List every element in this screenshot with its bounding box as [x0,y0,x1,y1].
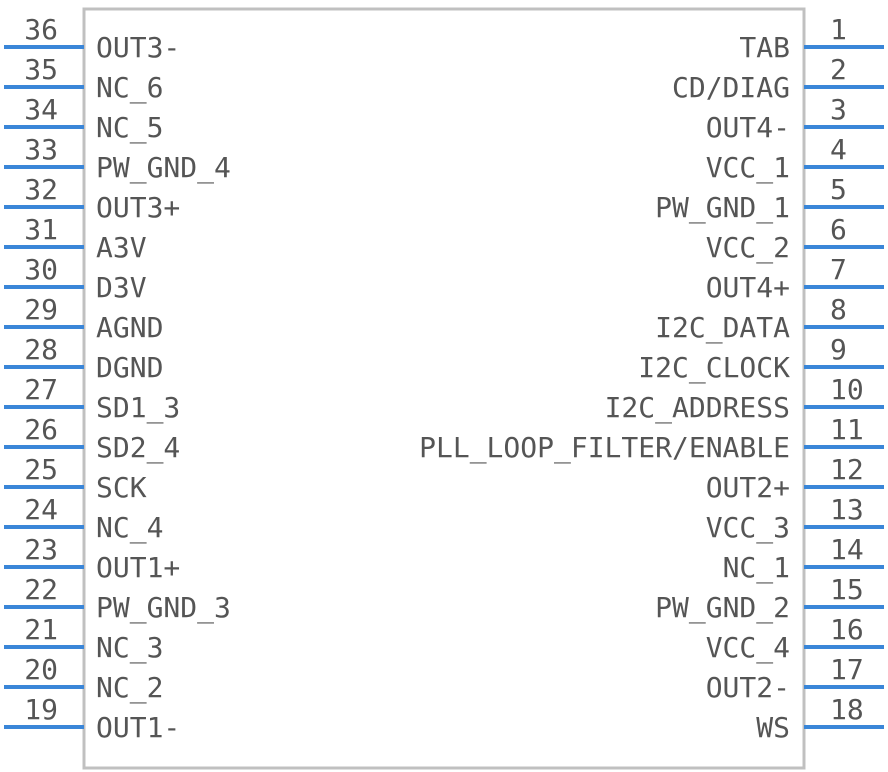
pin-34-number: 34 [24,93,58,126]
pin-26-label: SD2_4 [96,431,180,465]
pin-12-label: OUT2+ [706,471,790,504]
pin-21-label: NC_3 [96,631,163,665]
pin-1-label: TAB [739,31,790,64]
pin-9-number: 9 [830,333,847,366]
pin-29-number: 29 [24,293,58,326]
pin-7-label: OUT4+ [706,271,790,304]
pin-13-label: VCC_3 [706,511,790,545]
pin-5-number: 5 [830,173,847,206]
pin-2-label: CD/DIAG [672,71,790,104]
pin-11-label: PLL_LOOP_FILTER/ENABLE [419,431,790,465]
pin-13-number: 13 [830,493,864,526]
pin-3-label: OUT4- [706,111,790,144]
pin-29-label: AGND [96,311,163,344]
pin-15-number: 15 [830,573,864,606]
pin-35-label: NC_6 [96,71,163,105]
pin-25-number: 25 [24,453,58,486]
pin-28-label: DGND [96,351,163,384]
pin-16-label: VCC_4 [706,631,790,665]
pin-2-number: 2 [830,53,847,86]
pin-10-label: I2C_ADDRESS [605,391,790,425]
pin-6-label: VCC_2 [706,231,790,265]
pin-8-label: I2C_DATA [655,311,790,345]
pin-19-label: OUT1- [96,711,180,744]
pin-18-number: 18 [830,693,864,726]
pin-10-number: 10 [830,373,864,406]
pin-36-label: OUT3- [96,31,180,64]
pin-31-label: A3V [96,231,147,264]
pin-19-number: 19 [24,693,58,726]
pin-15-label: PW_GND_2 [655,591,790,625]
pin-21-number: 21 [24,613,58,646]
ic-body [82,7,806,770]
pin-27-label: SD1_3 [96,391,180,425]
pin-3-number: 3 [830,93,847,126]
pin-20-number: 20 [24,653,58,686]
pin-31-number: 31 [24,213,58,246]
pin-32-number: 32 [24,173,58,206]
pin-11-number: 11 [830,413,864,446]
pin-17-label: OUT2- [706,671,790,704]
pin-22-number: 22 [24,573,58,606]
pin-8-number: 8 [830,293,847,326]
pin-6-number: 6 [830,213,847,246]
pin-35-number: 35 [24,53,58,86]
pin-23-label: OUT1+ [96,551,180,584]
pin-14-number: 14 [830,533,864,566]
pin-33-number: 33 [24,133,58,166]
pin-18-label: WS [756,711,790,744]
pin-4-label: VCC_1 [706,151,790,185]
pin-23-number: 23 [24,533,58,566]
pin-4-number: 4 [830,133,847,166]
pin-24-label: NC_4 [96,511,163,545]
pin-28-number: 28 [24,333,58,366]
pin-30-number: 30 [24,253,58,286]
pin-1-number: 1 [830,13,847,46]
pin-20-label: NC_2 [96,671,163,705]
pin-34-label: NC_5 [96,111,163,145]
pin-36-number: 36 [24,13,58,46]
pin-26-number: 26 [24,413,58,446]
pin-22-label: PW_GND_3 [96,591,231,625]
pin-32-label: OUT3+ [96,191,180,224]
pin-16-number: 16 [830,613,864,646]
pin-7-number: 7 [830,253,847,286]
pin-12-number: 12 [830,453,864,486]
pin-30-label: D3V [96,271,147,304]
pin-24-number: 24 [24,493,58,526]
pin-17-number: 17 [830,653,864,686]
pin-33-label: PW_GND_4 [96,151,231,185]
pin-5-label: PW_GND_1 [655,191,790,225]
pin-9-label: I2C_CLOCK [638,351,790,385]
pin-25-label: SCK [96,471,147,504]
pin-14-label: NC_1 [723,551,790,585]
pin-27-number: 27 [24,373,58,406]
